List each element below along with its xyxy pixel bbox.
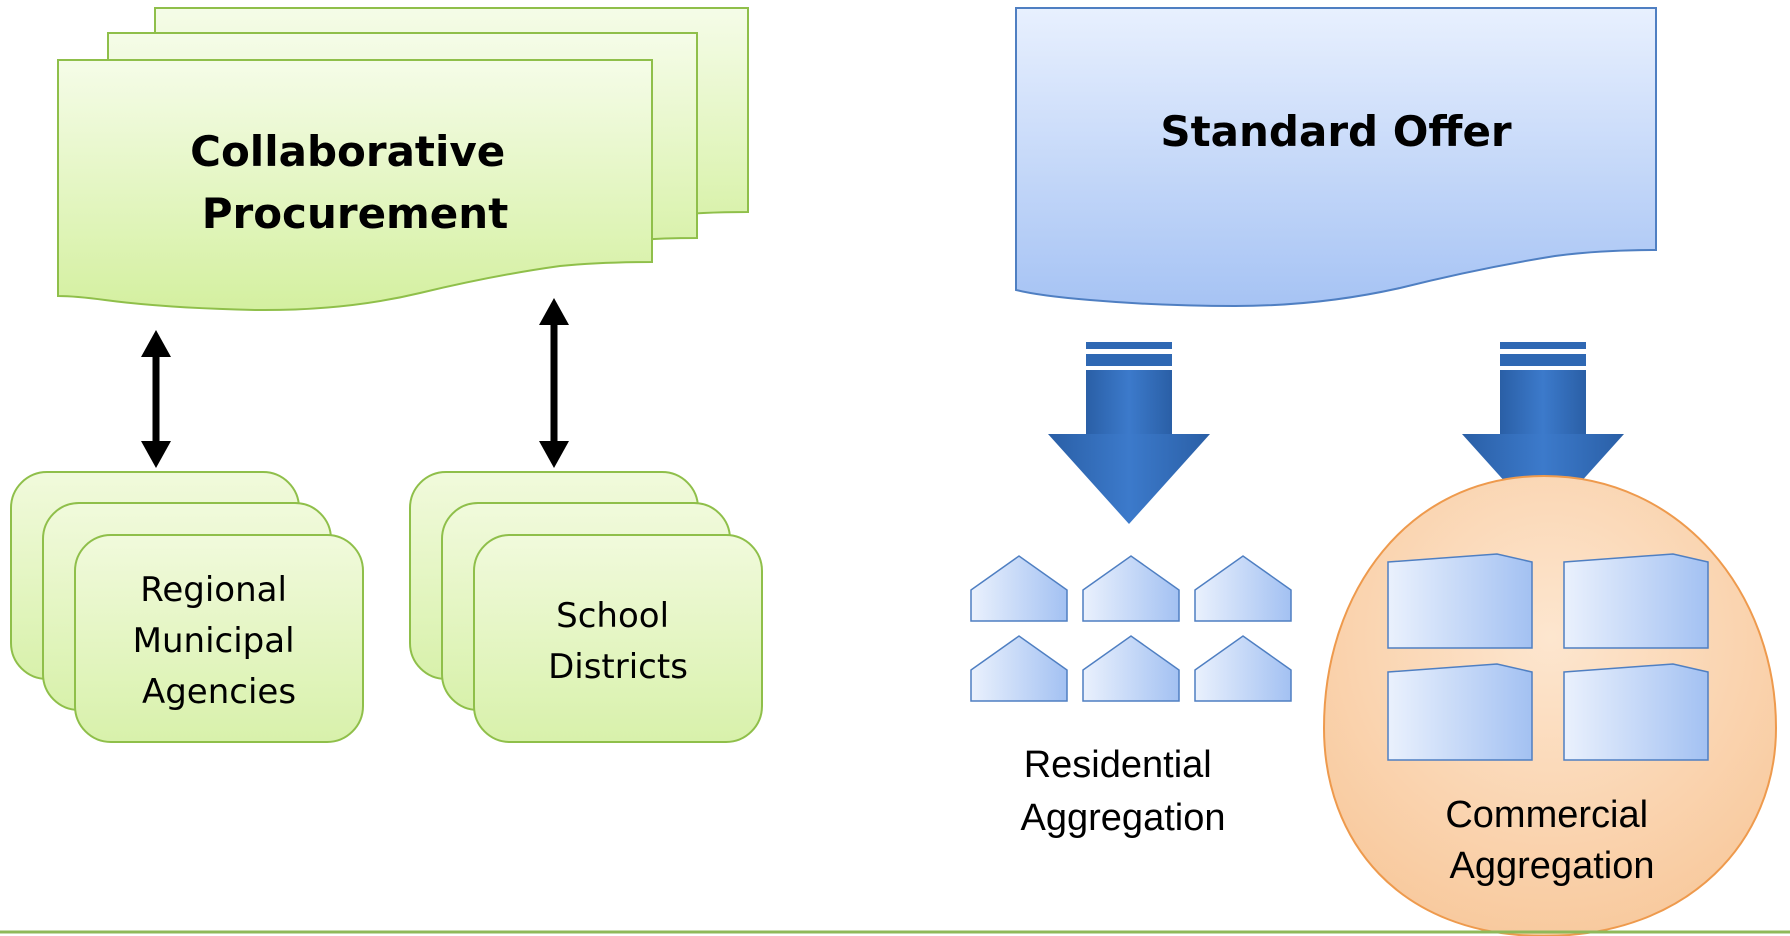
label-line-3: Agencies — [142, 672, 296, 712]
house-icon — [970, 635, 1068, 702]
school-districts-stack: School Districts — [409, 471, 763, 743]
house-icon — [1194, 635, 1292, 702]
commercial-aggregation-group: Commercial Aggregation — [1322, 474, 1778, 936]
label-line-1: Regional — [140, 570, 287, 610]
label-line-1: School — [556, 596, 669, 636]
collaborative-procurement-stack: Collaborative Procurement — [57, 7, 749, 312]
house-icon — [1082, 635, 1180, 702]
down-arrow-icon — [1048, 342, 1210, 524]
building-icon — [1387, 553, 1533, 649]
regional-municipal-agencies-stack: Regional Municipal Agencies — [10, 471, 364, 743]
card-front — [473, 534, 763, 743]
label-line-2: Aggregation — [1021, 797, 1226, 839]
collaborative-procurement-label: Collaborative Procurement — [190, 127, 520, 238]
commercial-aggregation-label: Commercial Aggregation — [1445, 794, 1658, 887]
building-icon — [1563, 553, 1709, 649]
label-line-2: Procurement — [202, 189, 509, 238]
house-icon — [970, 555, 1068, 622]
standard-offer-document: Standard Offer — [1015, 7, 1657, 308]
house-icon — [1082, 555, 1180, 622]
house-icon — [1194, 555, 1292, 622]
residential-houses — [970, 555, 1292, 702]
label-line-1: Residential — [1024, 744, 1212, 786]
document-front — [57, 59, 653, 312]
card-front — [74, 534, 364, 743]
building-icon — [1563, 663, 1709, 761]
regional-municipal-agencies-label: Regional Municipal Agencies — [133, 570, 306, 712]
school-districts-label: School Districts — [548, 596, 688, 687]
double-arrow-icon — [141, 330, 171, 468]
label-line-2: Municipal — [133, 621, 295, 661]
label-line-1: Commercial — [1445, 794, 1648, 836]
label-line-2: Aggregation — [1450, 845, 1655, 887]
label-line-1: Collaborative — [190, 127, 505, 176]
standard-offer-title: Standard Offer — [1160, 107, 1512, 156]
label-line-2: Districts — [548, 647, 688, 687]
building-icon — [1387, 663, 1533, 761]
residential-aggregation-label: Residential Aggregation — [1021, 744, 1226, 839]
double-arrow-icon — [539, 298, 569, 468]
